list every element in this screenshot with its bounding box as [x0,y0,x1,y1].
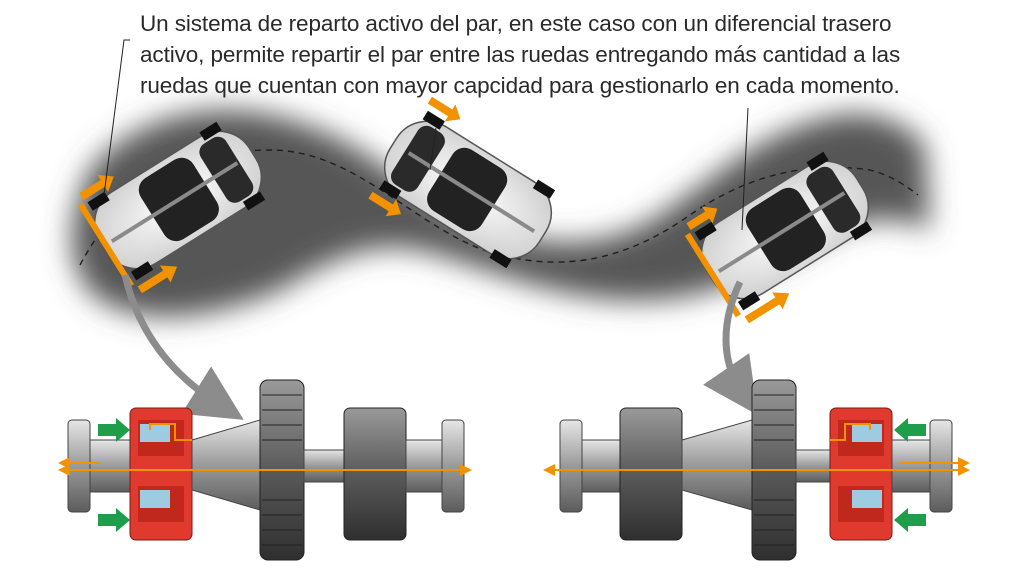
car-top-view-icon [87,121,266,281]
car-right [684,151,873,324]
torque-flow-right [543,423,970,476]
green-arrow-icon [894,418,926,532]
green-arrow-icon [98,418,130,532]
orange-arrow-icon [368,96,461,217]
orange-arrow-icon [77,174,178,294]
caption-line-1: Un sistema de reparto activo del par, en… [140,11,892,36]
car-top-view-icon [379,110,556,269]
caption-line-3: ruedas que cuentan con mayor capcidad pa… [140,73,900,98]
torque-flow-left [58,423,472,476]
differential-left [58,379,472,561]
caption-text: Un sistema de reparto activo del par, en… [140,8,1020,101]
differential-right [543,379,970,561]
grey-curved-arrow-icon [121,274,758,420]
clutch-pack-right-inactive [852,424,882,508]
clutch-pack-left-inactive [140,424,170,508]
car-left [77,121,266,294]
car-top-view-icon [694,151,873,311]
orange-arrow-icon [684,206,790,324]
leader-lines [103,39,749,231]
caption-line-2: activo, permite repartir el par entre la… [140,42,901,67]
car-middle [368,96,556,269]
